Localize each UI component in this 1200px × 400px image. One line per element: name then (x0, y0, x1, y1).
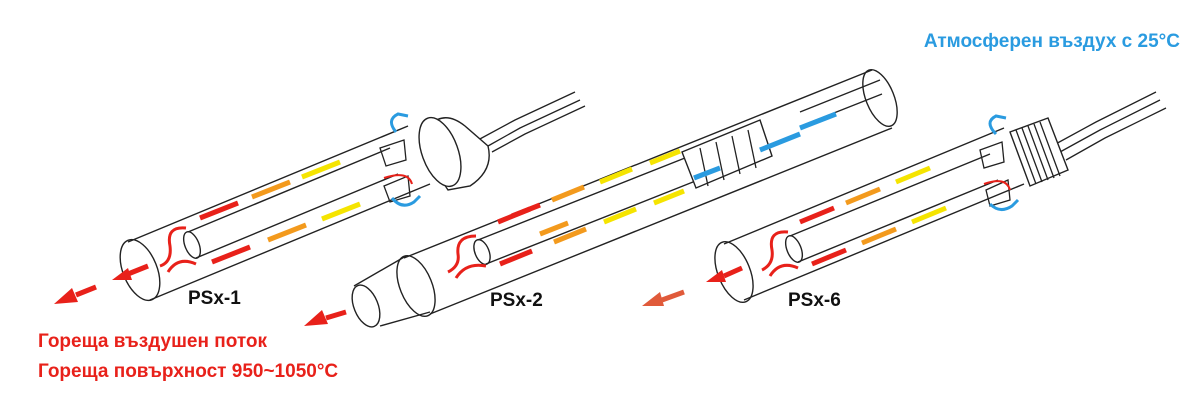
psx6-outer-tube (723, 127, 1025, 301)
psx6-band-yellow-bottom (911, 205, 947, 225)
psx6-band-yellow-top (895, 165, 931, 185)
psx2-band-yellow-2 (649, 148, 681, 166)
psx2-band-yellow-3 (603, 206, 637, 225)
hot-surface-caption: Гореща повърхност 950~1050°C (38, 361, 338, 382)
psx2-band-orange-2 (553, 226, 587, 245)
psx1-exit-arrow (75, 284, 97, 298)
psx2-ambient-arrow-2 (799, 111, 837, 131)
psx1-ambient-arrow-top (390, 112, 409, 133)
psx6-band-red-top (799, 205, 835, 225)
hot-air-flow-caption: Гореща въздушен поток (38, 331, 268, 352)
psx1-band-orange-top (251, 179, 291, 200)
psx2-band-orange-1 (551, 184, 585, 203)
psx6-label: PSx-6 (788, 290, 841, 311)
psx1-flange (418, 116, 462, 188)
psx2-band-yellow-1 (599, 166, 633, 185)
psx6-ambient-arrow-bottom (988, 198, 1020, 211)
psx2-band-red-2 (499, 248, 533, 267)
psx1-inner-element (187, 147, 399, 259)
psx1-band-orange-bottom (267, 222, 307, 243)
psx1-band-yellow-top (301, 159, 341, 180)
ambient-air-caption: Атмосферен въздух с 25°C (924, 31, 1180, 52)
psx6-igniter: PSx-6 (642, 91, 1167, 311)
psx6-ambient-arrow-top (988, 114, 1007, 136)
psx1-ambient-arrow-bottom (390, 194, 422, 207)
psx6-band-red-bottom (811, 247, 847, 267)
psx1-label: PSx-1 (188, 288, 241, 309)
psx2-band-yellow-4 (653, 188, 685, 206)
psx2-nozzle-cone (353, 255, 431, 327)
psx1-outer-tube (127, 125, 431, 301)
psx1-igniter: PSx-1 (54, 91, 586, 309)
psx2-exit-arrow (325, 309, 347, 321)
psx2-outer-tube (403, 69, 893, 315)
psx2-wires (799, 79, 883, 125)
psx2-ambient-arrow-1 (759, 131, 801, 153)
psx1-wires (477, 91, 586, 153)
psx2-label: PSx-2 (490, 290, 543, 311)
psx2-inner-element (477, 155, 699, 265)
psx6-band-orange-bottom (861, 226, 897, 246)
psx6-exit-arrow (661, 289, 685, 303)
psx6-band-orange-top (845, 186, 881, 206)
psx6-wires (1051, 91, 1167, 161)
psx2-igniter: PSx-2 (304, 68, 898, 328)
psx1-band-red-top (199, 200, 239, 221)
psx1-band-red-bottom (211, 244, 251, 265)
psx6-inner-element (789, 153, 999, 263)
psx1-band-yellow-bottom (321, 201, 361, 222)
